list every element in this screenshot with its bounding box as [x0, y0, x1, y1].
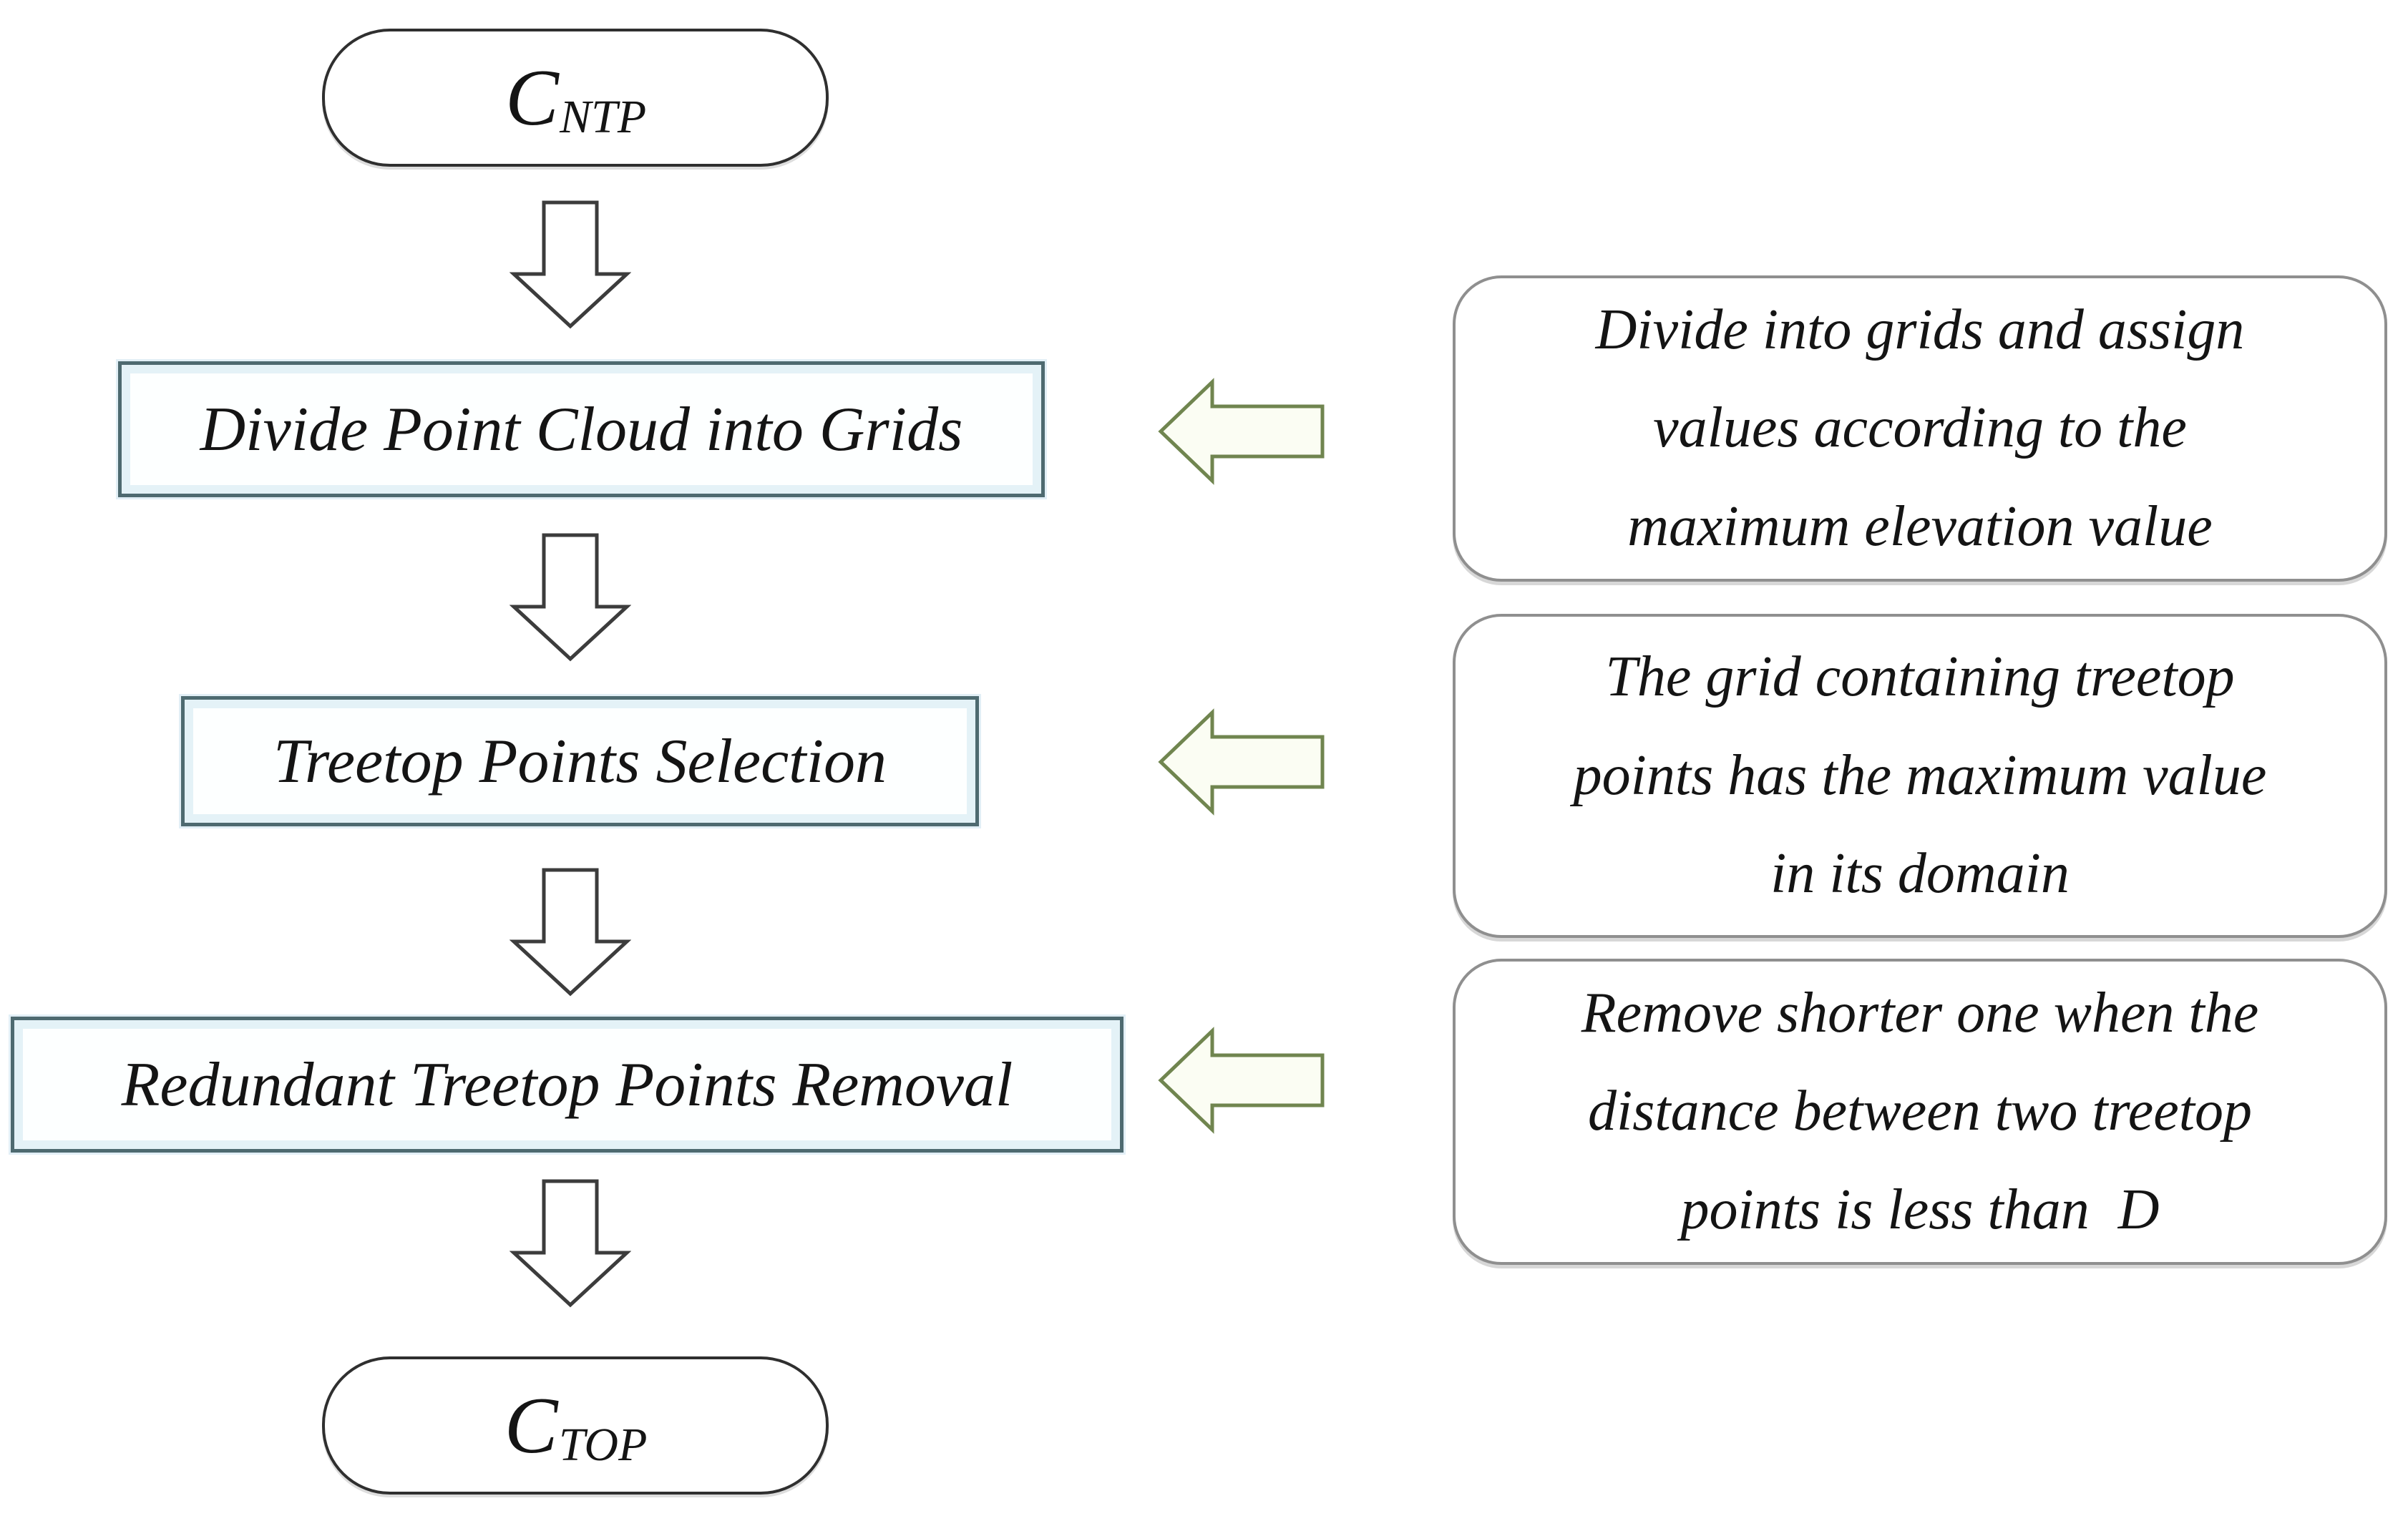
callout-arrow-2 [1158, 708, 1326, 816]
left-arrow-icon [1158, 378, 1325, 485]
annotation-line: Divide into grids and assign [1595, 298, 2245, 361]
down-arrow-icon [509, 868, 632, 997]
down-arrow-3 [509, 868, 632, 997]
annotation-line: in its domain [1770, 842, 2070, 906]
annotation-grid-maximum: The grid containing treetop points has t… [1453, 614, 2387, 938]
left-arrow-icon [1158, 708, 1325, 816]
down-arrow-icon [509, 1179, 632, 1308]
annotation-line: maximum elevation value [1627, 494, 2213, 558]
left-arrow-icon [1158, 1027, 1325, 1134]
down-arrow-icon [509, 533, 632, 662]
down-arrow-1 [509, 200, 632, 329]
end-node-subscript: TOP [558, 1419, 648, 1472]
annotation-divide-grids: Divide into grids and assign values acco… [1453, 275, 2387, 582]
step-treetop-selection: Treetop Points Selection [181, 696, 979, 826]
step-redundant-removal: Redundant Treetop Points Removal [11, 1017, 1123, 1153]
annotation-line: points is less than D [1680, 1178, 2160, 1241]
step-label: Redundant Treetop Points Removal [121, 1050, 1013, 1120]
annotation-line: Remove shorter one when the [1581, 981, 2259, 1045]
step-divide-point-cloud: Divide Point Cloud into Grids [118, 361, 1045, 497]
annotation-remove-shorter: Remove shorter one when the distance bet… [1453, 959, 2387, 1265]
start-node-subscript: NTP [560, 91, 647, 144]
down-arrow-icon [509, 200, 632, 329]
callout-arrow-3 [1158, 1027, 1326, 1134]
annotation-line: The grid containing treetop [1605, 645, 2235, 709]
down-arrow-4 [509, 1179, 632, 1308]
annotation-line: distance between two treetop [1588, 1080, 2252, 1143]
annotation-line: points has the maximum value [1573, 743, 2267, 807]
callout-arrow-1 [1158, 378, 1326, 485]
step-label: Divide Point Cloud into Grids [200, 394, 963, 464]
annotation-line: values according to the [1653, 396, 2187, 460]
start-node-symbol: C [505, 53, 559, 142]
end-node-symbol: C [504, 1381, 558, 1470]
step-label: Treetop Points Selection [273, 726, 887, 796]
down-arrow-2 [509, 533, 632, 662]
